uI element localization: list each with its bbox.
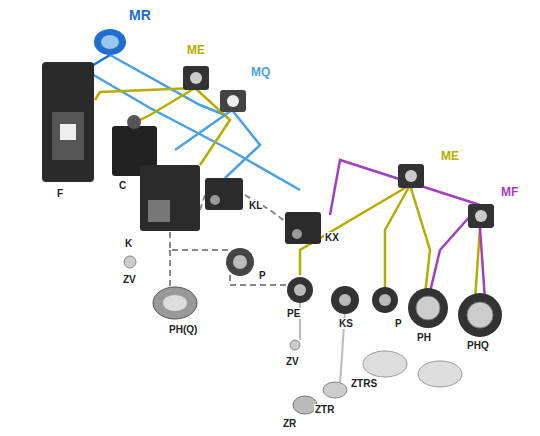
part-label: KL <box>248 200 263 211</box>
motor-label: MR <box>128 8 152 23</box>
part-label: ZV <box>285 356 300 367</box>
motor-label: MF <box>500 186 519 199</box>
part-label: KX <box>324 232 340 243</box>
motor-label: ME <box>186 44 206 57</box>
part-label: PHQ <box>466 340 490 351</box>
part-label: F <box>56 188 64 199</box>
motor-label: MQ <box>250 66 271 79</box>
part-label: PE <box>286 308 301 319</box>
part-label: ZTR <box>314 404 335 415</box>
part-label: ZR <box>282 418 297 429</box>
part-label: KS <box>338 318 354 329</box>
part-label: P <box>258 270 267 281</box>
part-label: P <box>394 318 403 329</box>
part-label: PH(Q) <box>168 324 198 335</box>
part-label: PH <box>416 332 432 343</box>
motor-label: ME <box>440 150 460 163</box>
part-label: ZV <box>122 274 137 285</box>
part-label: K <box>124 238 133 249</box>
part-label: ZTRS <box>350 378 378 389</box>
part-label: C <box>118 180 127 191</box>
